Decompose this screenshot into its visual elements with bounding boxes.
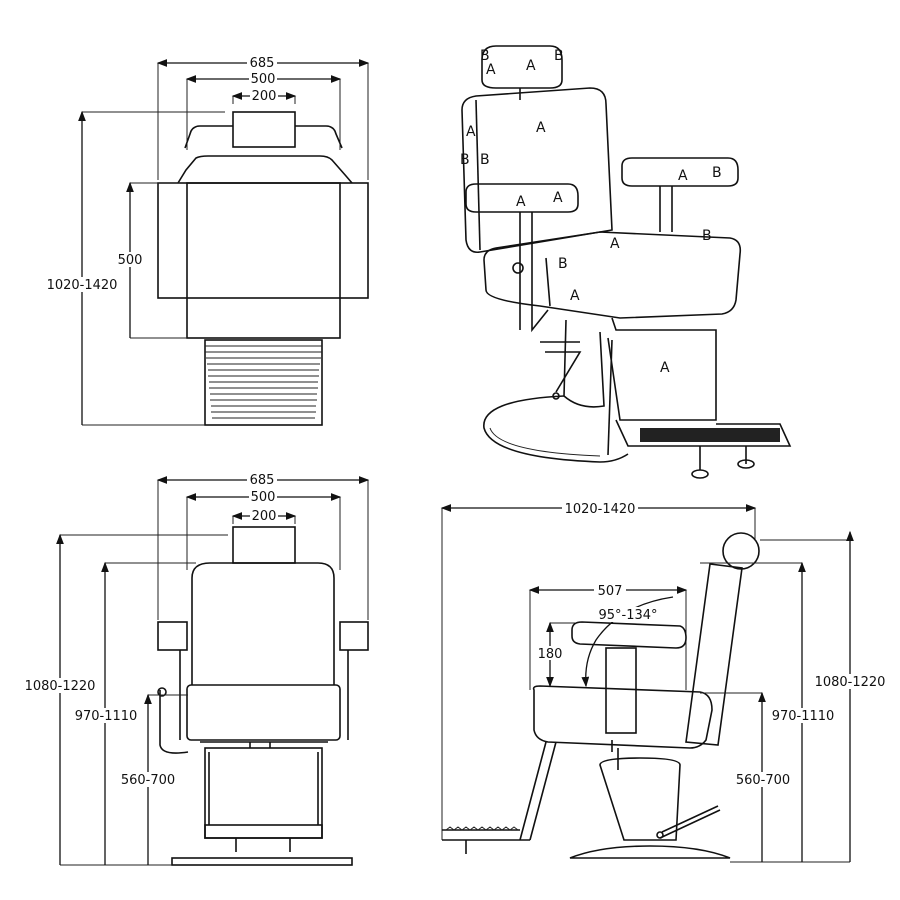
dim-label-height-seat: 560-700 [736, 773, 790, 788]
dim-label-width-seat: 500 [251, 72, 276, 87]
dim-label-width-outer: 685 [250, 473, 275, 488]
svg-text:A: A [610, 236, 620, 252]
base-plate [569, 845, 731, 859]
svg-text:A: A [553, 190, 563, 206]
svg-text:B: B [480, 48, 490, 64]
top-view: 685 500 200 1020-1420 500 [45, 56, 370, 426]
armrest [571, 621, 687, 649]
headrest [722, 532, 760, 570]
seat [186, 182, 341, 339]
svg-text:B: B [460, 152, 470, 168]
svg-text:A: A [486, 62, 496, 78]
armrest-left [465, 183, 579, 213]
seat [483, 231, 742, 319]
backrest [461, 87, 613, 254]
svg-text:A: A [570, 288, 580, 304]
dim-label-width-seat: 500 [251, 490, 276, 505]
base [204, 339, 323, 426]
svg-text:A: A [678, 168, 688, 184]
dim-label-length: 1020-1420 [47, 278, 118, 293]
svg-text:B: B [558, 256, 568, 272]
headrest [481, 45, 563, 89]
dim-label-width-outer: 685 [250, 56, 275, 71]
dim-label-length: 1020-1420 [565, 502, 636, 517]
svg-text:A: A [516, 194, 526, 210]
svg-text:A: A [660, 360, 670, 376]
side-view: 1020-1420 507 95°-134° 180 1080-1220 970… [440, 501, 888, 863]
seat [532, 685, 713, 749]
svg-text:A: A [466, 124, 476, 140]
svg-text:B: B [712, 165, 722, 181]
front-view: 685 500 200 1080-1220 970-1110 560-700 [22, 473, 370, 866]
svg-text:B: B [480, 152, 490, 168]
backrest [685, 563, 743, 746]
material-labels: B A A B A A B B A A A B A B B A A [460, 48, 722, 376]
dim-label-width-headrest: 200 [252, 89, 277, 104]
dim-label-height-seat: 560-700 [121, 773, 175, 788]
headrest [232, 111, 296, 148]
footrest-grip [640, 428, 780, 442]
dim-label-recline-angle: 95°-134° [598, 608, 657, 623]
armrest-right [621, 157, 739, 187]
perspective-view: B A A B A A B B A A A B A B B A A [460, 45, 792, 479]
svg-text:B: B [554, 48, 564, 64]
svg-text:A: A [526, 58, 536, 74]
dim-label-height-total: 1080-1220 [815, 675, 886, 690]
dim-label-height-back: 970-1110 [772, 709, 835, 724]
dim-label-armrest-height: 180 [538, 647, 563, 662]
dim-label-seat-depth: 507 [598, 584, 623, 599]
svg-text:B: B [702, 228, 712, 244]
dim-label-height-total: 1080-1220 [25, 679, 96, 694]
dim-label-height-back: 970-1110 [75, 709, 138, 724]
svg-text:A: A [536, 120, 546, 136]
dim-label-seat-depth: 500 [118, 253, 143, 268]
dim-label-width-headrest: 200 [252, 509, 277, 524]
footrest [615, 419, 792, 447]
